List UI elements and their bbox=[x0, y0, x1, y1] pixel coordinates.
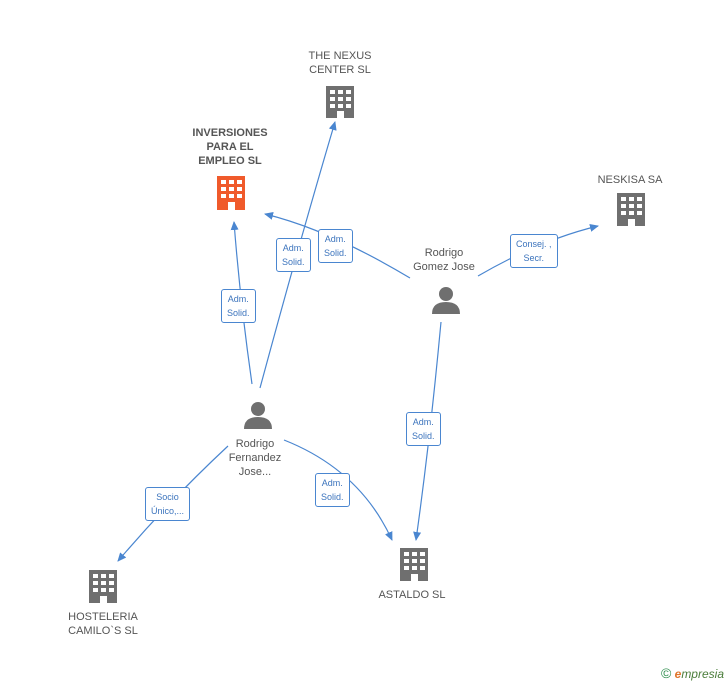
node-label-the-nexus: THE NEXUS CENTER SL bbox=[308, 50, 372, 76]
brand-footer: © empresia bbox=[661, 665, 724, 681]
building-icon-inversiones[interactable] bbox=[217, 176, 245, 210]
node-astaldo[interactable]: ASTALDO SL bbox=[362, 588, 462, 602]
edge-label-rg-inversiones[interactable]: Adm. Solid. bbox=[318, 229, 353, 263]
building-icon-astaldo[interactable] bbox=[400, 548, 428, 581]
edge-label-rg-neskisa[interactable]: Consej. , Secr. bbox=[510, 234, 558, 268]
edge-label-rf-hosteleria[interactable]: Socio Único,... bbox=[145, 487, 191, 521]
building-icon-hosteleria[interactable] bbox=[89, 570, 117, 603]
node-rodrigo-fernandez[interactable]: Rodrigo Fernandez Jose... bbox=[205, 437, 305, 479]
node-label-rodrigo-fernandez: Rodrigo Fernandez Jose... bbox=[228, 438, 282, 478]
brand-logo-text: mpresia bbox=[681, 667, 724, 681]
building-icon-neskisa[interactable] bbox=[617, 193, 645, 226]
edge-label-rf-nexus[interactable]: Adm. Solid. bbox=[276, 238, 311, 272]
edge-label-rg-astaldo[interactable]: Adm. Solid. bbox=[406, 412, 441, 446]
person-icon-rodrigo-gomez[interactable] bbox=[432, 287, 460, 314]
node-label-rodrigo-gomez: Rodrigo Gomez Jose bbox=[413, 247, 475, 273]
brand-logo-e: e bbox=[674, 667, 682, 681]
node-the-nexus[interactable]: THE NEXUS CENTER SL bbox=[290, 49, 390, 77]
node-rodrigo-gomez[interactable]: Rodrigo Gomez Jose bbox=[394, 246, 494, 274]
node-label-neskisa: NESKISA SA bbox=[597, 174, 663, 186]
node-label-inversiones: INVERSIONES PARA EL EMPLEO SL bbox=[192, 127, 268, 167]
edge-label-rf-astaldo[interactable]: Adm. Solid. bbox=[315, 473, 350, 507]
person-icon-rodrigo-fernandez[interactable] bbox=[244, 402, 272, 429]
node-hosteleria[interactable]: HOSTELERIA CAMILO`S SL bbox=[48, 610, 158, 638]
edge-label-rf-inversiones[interactable]: Adm. Solid. bbox=[221, 289, 256, 323]
node-label-hosteleria: HOSTELERIA CAMILO`S SL bbox=[68, 611, 138, 637]
building-icon-the-nexus[interactable] bbox=[326, 86, 354, 118]
node-neskisa[interactable]: NESKISA SA bbox=[580, 173, 680, 187]
copyright-symbol: © bbox=[660, 665, 672, 681]
node-label-astaldo: ASTALDO SL bbox=[378, 589, 446, 601]
node-inversiones[interactable]: INVERSIONES PARA EL EMPLEO SL bbox=[170, 126, 290, 168]
